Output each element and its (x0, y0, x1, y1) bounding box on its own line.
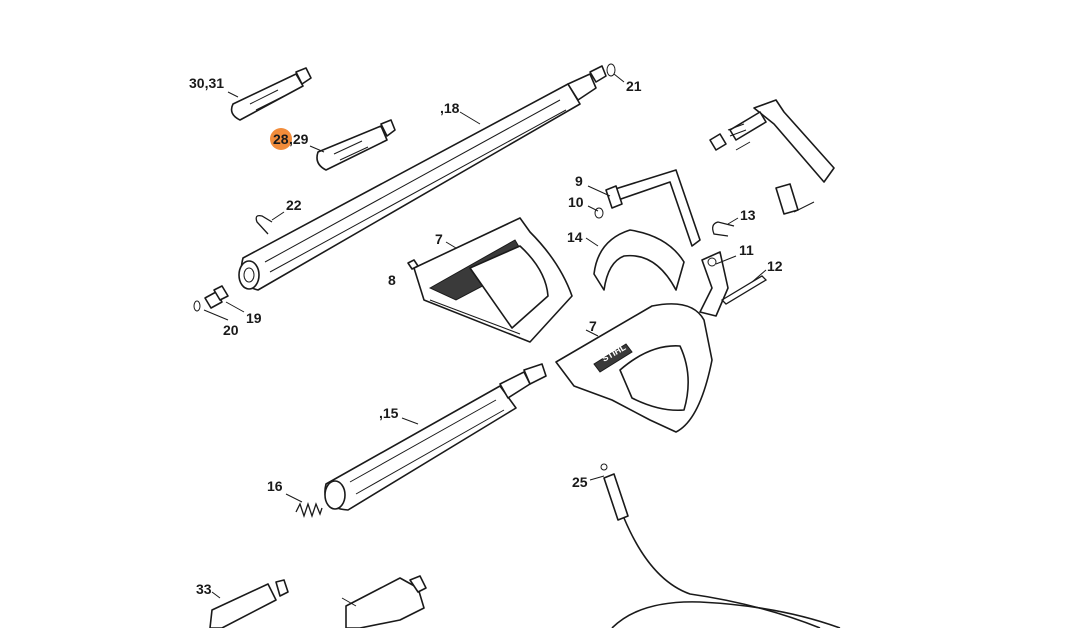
callout-33: 33 (196, 581, 212, 597)
clip-13[interactable] (712, 221, 735, 237)
valve-rod-9[interactable] (605, 169, 701, 247)
o-ring-21[interactable] (606, 63, 616, 77)
highlight-marker-28 (270, 128, 292, 150)
connector-19[interactable] (204, 285, 229, 309)
callout-14: 14 (567, 229, 583, 245)
screw-8[interactable] (407, 259, 419, 270)
clip-22[interactable] (255, 214, 273, 235)
nozzle-28-29[interactable] (316, 119, 396, 171)
callout-8: 8 (388, 272, 396, 288)
callout-11: 11 (739, 242, 754, 258)
gun-handle-7-lower[interactable] (555, 303, 713, 433)
callout-21: 21 (626, 78, 642, 94)
nozzle-variant-bottom[interactable] (345, 575, 427, 628)
pin-12[interactable] (720, 275, 768, 305)
callout-22: 22 (286, 197, 302, 213)
callout-16: 16 (267, 478, 283, 494)
callout-10: 10 (568, 194, 584, 210)
handle-shell-7-upper[interactable] (413, 217, 573, 343)
valve-11[interactable] (699, 251, 729, 317)
callout-18: ,18 (440, 100, 460, 116)
callout-15: ,15 (379, 405, 399, 421)
o-ring-20[interactable] (193, 300, 201, 312)
nozzle-33[interactable] (209, 579, 289, 628)
trigger-assembly-upper-right[interactable] (709, 99, 835, 215)
callout-13: 13 (740, 207, 756, 223)
callout-19: 19 (246, 310, 262, 326)
lance-tube-18[interactable] (238, 65, 607, 291)
leader-lines (203, 73, 767, 607)
trigger-14[interactable] (593, 229, 685, 291)
hose-25[interactable] (603, 473, 841, 628)
nozzle-30-31[interactable] (230, 67, 312, 121)
callout-9: 9 (575, 173, 583, 189)
callout-25: 25 (572, 474, 588, 490)
callout-30-31: 30,31 (189, 75, 225, 91)
callout-7-upper: 7 (435, 231, 443, 247)
callout-29: ,29 (289, 131, 309, 147)
o-ring-25[interactable] (600, 463, 608, 471)
callout-12: 12 (767, 258, 783, 274)
o-ring-10[interactable] (594, 207, 604, 219)
callout-28[interactable]: 28 (273, 131, 289, 147)
callout-20: 20 (223, 322, 239, 338)
extension-tube-15[interactable] (324, 363, 547, 511)
spring-16[interactable] (295, 501, 323, 519)
callout-7-lower: 7 (589, 318, 597, 334)
